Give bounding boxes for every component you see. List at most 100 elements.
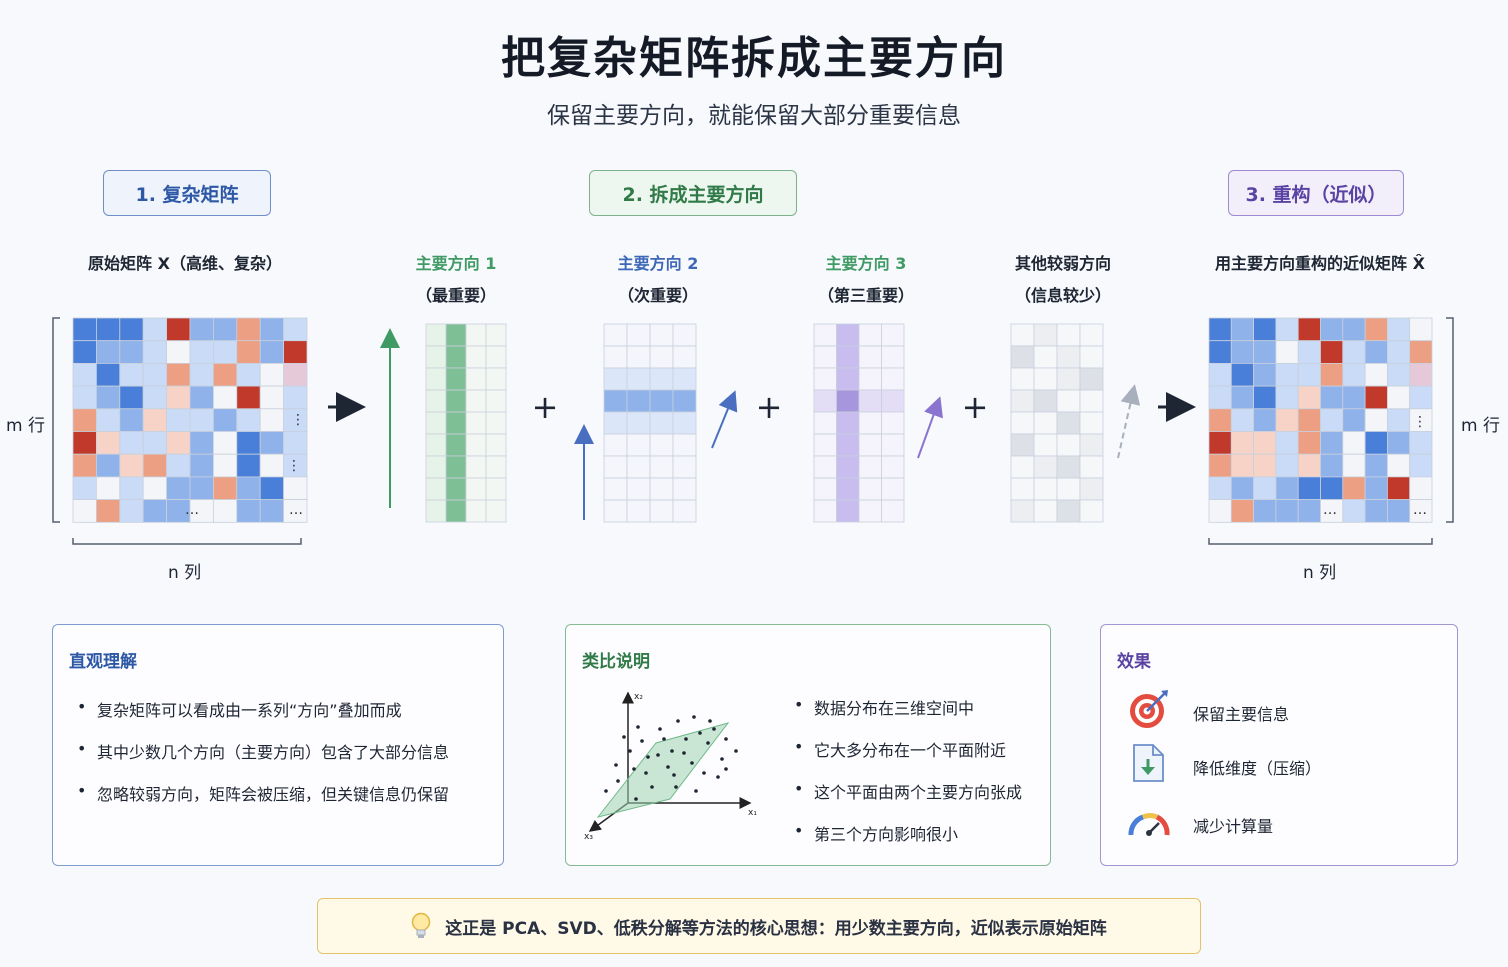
matrix-cell: [626, 345, 651, 369]
weak-subtitle: （信息较少）: [1014, 286, 1111, 305]
matrix-cell: [836, 345, 860, 369]
scatter-point: [628, 749, 632, 753]
matrix-cell: [881, 433, 905, 457]
card-analogy: 类比说明 x₂ x₁ x₃ 数据分布在三维空间中 它大多分布在一个平面附近 这个…: [565, 624, 1051, 866]
matrix-cell: [1208, 385, 1232, 410]
matrix-cell: [881, 345, 905, 369]
scatter-point: [692, 715, 696, 719]
rows-label-right: m 行: [1461, 416, 1500, 436]
vdots-2: ⋮: [287, 458, 301, 474]
scatter-point: [670, 749, 674, 753]
matrix-cell: [1253, 408, 1277, 432]
scatter-point: [720, 757, 724, 761]
matrix-cell: [813, 455, 837, 479]
matrix-cell: [1230, 362, 1255, 387]
matrix-cell: [1364, 317, 1388, 342]
matrix-cell: [1208, 431, 1232, 455]
matrix-cell: [1297, 362, 1321, 387]
matrix-cell: [858, 367, 882, 391]
matrix-cell: [1342, 362, 1366, 387]
speedometer-icon: [1128, 813, 1170, 836]
matrix-cell: [672, 477, 697, 501]
matrix-cell: [485, 433, 507, 457]
target-icon: [1130, 690, 1168, 728]
matrix-cell: [259, 385, 285, 410]
matrix-cell: [212, 408, 238, 432]
matrix-cell: [283, 340, 308, 364]
scatter-point: [658, 727, 662, 731]
matrix-cell: [259, 476, 285, 500]
matrix-cell: [465, 367, 487, 391]
matrix-cell: [166, 362, 191, 387]
scatter-point: [684, 737, 688, 741]
matrix-cell: [1230, 385, 1255, 410]
matrix-cell: [1079, 411, 1104, 435]
matrix-cell: [96, 340, 121, 364]
matrix-cell: [142, 408, 167, 432]
matrix-cell: [626, 323, 651, 347]
scatter-point: [616, 779, 620, 783]
matrix-cell: [212, 499, 238, 523]
matrix-cell: [445, 389, 467, 413]
matrix-cell: [236, 408, 261, 432]
matrix-cell: [1230, 408, 1255, 432]
matrix-cell: [1010, 499, 1035, 523]
matrix-cell: [1208, 453, 1232, 478]
matrix-cell: [649, 455, 674, 479]
left-col-bracket: [72, 538, 302, 545]
matrix-cell: [603, 389, 628, 413]
matrix-cell: [603, 411, 628, 435]
matrix-cell: [649, 477, 674, 501]
list-item: 它大多分布在一个平面附近: [794, 737, 1022, 761]
matrix-cell: [485, 345, 507, 369]
matrix-cell: [649, 345, 674, 369]
matrix-cell: [813, 477, 837, 501]
scatter-point: [724, 737, 728, 741]
matrix-cell: [1230, 340, 1255, 364]
matrix-cell: [1364, 362, 1388, 387]
matrix-cell: [166, 408, 191, 432]
matrix-cell: [96, 362, 121, 387]
matrix-cell: [189, 431, 214, 455]
matrix-cell: [649, 367, 674, 391]
matrix-diagram: ⋮ ⋮ … … + + + ⋮ … …: [52, 317, 1454, 545]
matrix-cell: [603, 433, 628, 457]
matrix-cell: [212, 476, 238, 500]
page-subtitle: 保留主要方向，就能保留大部分重要信息: [547, 103, 961, 129]
matrix-cell: [1297, 499, 1321, 523]
matrix-cell: [1320, 362, 1344, 387]
matrix-cell: [672, 323, 697, 347]
matrix-cell: [672, 367, 697, 391]
plus-1: +: [532, 388, 559, 426]
matrix-cell: [212, 362, 238, 387]
matrix-cell: [1033, 433, 1058, 457]
scatter-point: [706, 741, 710, 745]
matrix-cell: [1208, 499, 1232, 523]
footer-banner: 这正是 PCA、SVD、低秩分解等方法的核心思想：用少数主要方向，近似表示原始矩…: [317, 898, 1201, 954]
matrix-cell: [1320, 340, 1344, 364]
matrix-cell: [445, 411, 467, 435]
matrix-cell: [1387, 317, 1411, 342]
matrix-cell: [1387, 340, 1411, 364]
matrix-cell: [485, 411, 507, 435]
matrix-cell: [813, 345, 837, 369]
matrix-cell: [96, 385, 121, 410]
matrix-cell: [836, 455, 860, 479]
scatter-point: [604, 789, 608, 793]
matrix-cell: [1364, 408, 1388, 432]
matrix-cell: [485, 389, 507, 413]
principal-plane: [596, 722, 730, 818]
matrix-cell: [445, 477, 467, 501]
matrix-cell: [836, 411, 860, 435]
matrix-cell: [259, 340, 285, 364]
matrix-cell: [166, 431, 191, 455]
matrix-cell: [259, 453, 285, 478]
matrix-cell: [425, 499, 447, 523]
matrix-cell: [603, 477, 628, 501]
matrix-cell: [1342, 317, 1366, 342]
matrix-cell: [813, 367, 837, 391]
matrix-cell: [119, 408, 144, 432]
scatter-point: [674, 785, 678, 789]
matrix-cell: [626, 411, 651, 435]
matrix-cell: [1230, 476, 1255, 500]
